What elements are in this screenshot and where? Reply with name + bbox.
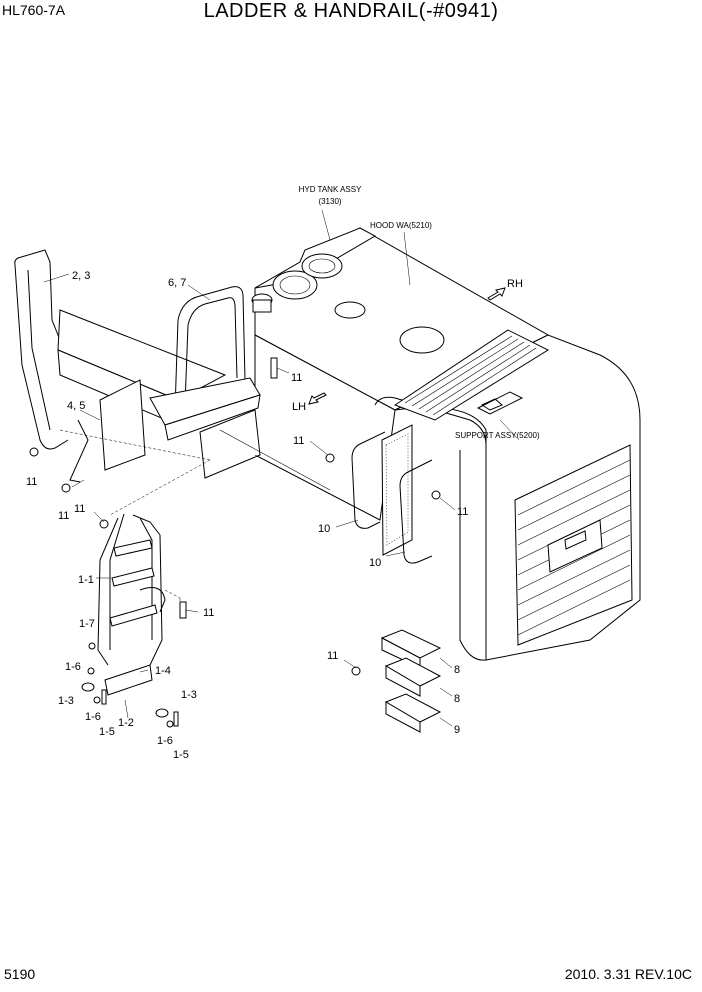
rh-arrow-icon	[487, 287, 506, 301]
callout-1-6: 1-6	[85, 711, 101, 723]
bolt-11b	[61, 483, 71, 493]
bolt-11g	[179, 601, 187, 619]
bolt-11a	[29, 447, 39, 457]
rh-label: RH	[507, 278, 523, 290]
callout-11: 11	[293, 435, 304, 447]
callout-10: 10	[318, 523, 330, 535]
model-label: HL760-7A	[2, 2, 66, 18]
handrail-10	[351, 431, 433, 564]
callout-1-6: 1-6	[157, 735, 173, 747]
callout-1-5: 1-5	[99, 726, 115, 738]
support-note: SUPPORT ASSY(5200)	[455, 431, 540, 440]
callout-1-3: 1-3	[181, 689, 197, 701]
callout-11: 11	[203, 607, 214, 619]
bolt-11h	[351, 666, 361, 676]
bolt-11f	[431, 490, 441, 500]
hardware	[81, 642, 179, 728]
side-door	[381, 424, 413, 556]
bolt-11c	[99, 519, 109, 529]
callout-11: 11	[58, 510, 69, 522]
callout-6-7: 6, 7	[168, 277, 186, 289]
callout-4-5: 4, 5	[67, 400, 85, 412]
callout-10: 10	[369, 557, 381, 569]
callout-11: 11	[327, 650, 338, 662]
support-plate	[476, 391, 524, 415]
callout-11: 11	[26, 476, 37, 488]
callout-8: 8	[454, 693, 460, 705]
callout-1-2: 1-2	[118, 717, 134, 729]
handrail-2-3	[14, 249, 69, 450]
callout-1-7: 1-7	[79, 618, 95, 630]
callout-11: 11	[74, 503, 85, 515]
top-grille	[393, 329, 550, 421]
callout-1-4: 1-4	[155, 665, 171, 677]
revision-label: 2010. 3.31 REV.10C	[564, 966, 692, 982]
leader-lines	[43, 209, 518, 727]
callout-1-5: 1-5	[173, 749, 189, 761]
callout-11: 11	[457, 506, 468, 518]
hyd-tank-note-1: HYD TANK ASSY	[299, 185, 363, 194]
ladder-1-1	[97, 513, 166, 696]
step-9	[384, 693, 442, 733]
page-number: 5190	[4, 966, 36, 982]
bolt-11d	[270, 357, 278, 379]
hyd-tank-note-2: (3130)	[318, 197, 341, 206]
callout-1-6: 1-6	[65, 661, 81, 673]
callout-2-3: 2, 3	[72, 270, 90, 282]
tank-caps	[251, 253, 445, 354]
rear-grille	[514, 444, 633, 646]
step-8b	[384, 657, 442, 697]
lh-label: LH	[292, 401, 306, 413]
bolt-11e	[325, 453, 335, 463]
callout-1-3: 1-3	[58, 695, 74, 707]
callout-1-1: 1-1	[78, 574, 94, 586]
callout-9: 9	[454, 724, 460, 736]
platform-4-5	[57, 309, 227, 483]
callout-8: 8	[454, 664, 460, 676]
callout-11: 11	[291, 372, 302, 384]
page-title: LADDER & HANDRAIL(-#0941)	[203, 0, 499, 22]
lh-arrow-icon	[308, 392, 327, 405]
handrail-6-7	[149, 286, 261, 441]
hood-note: HOOD WA(5210)	[370, 221, 432, 230]
